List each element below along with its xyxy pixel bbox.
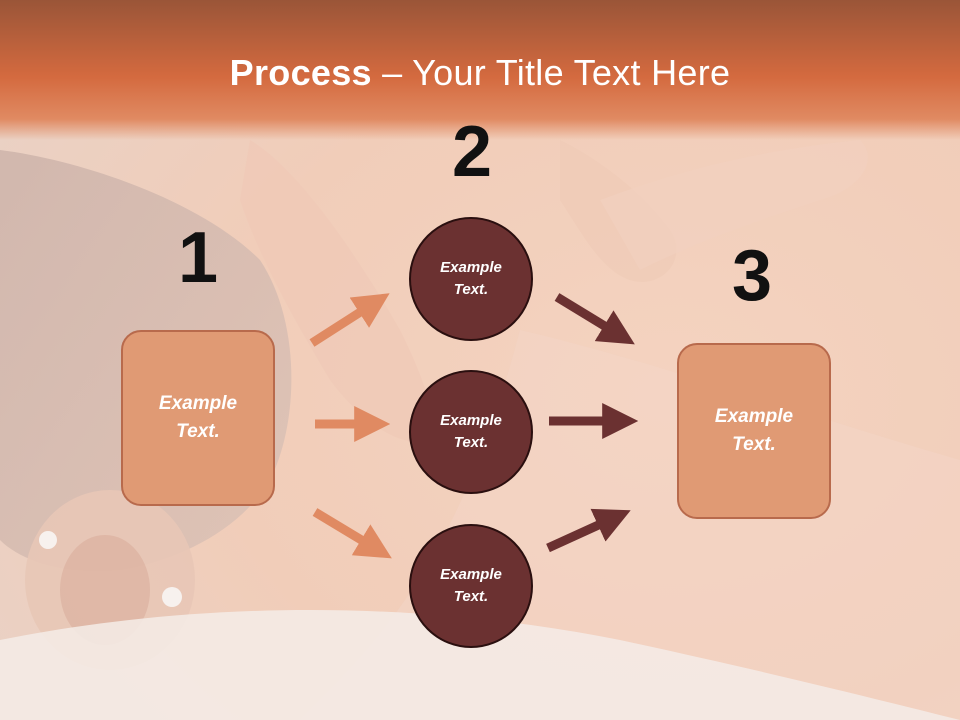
arrow-right-icon	[554, 293, 635, 345]
step-number-3: 3	[731, 236, 773, 316]
process-circle-1-label: Example Text.	[440, 258, 502, 299]
page-title: Process – Your Title Text Here	[0, 52, 960, 94]
arrow-right-icon	[546, 508, 631, 553]
arrow-right-icon	[309, 293, 390, 347]
title-bold: Process	[229, 52, 372, 93]
process-circle-2-label: Example Text.	[440, 411, 502, 452]
process-circle-1: Example Text.	[409, 217, 533, 341]
process-box-3: Example Text.	[677, 343, 831, 519]
arrow-right-icon	[312, 508, 392, 559]
process-circle-2: Example Text.	[409, 370, 533, 494]
step-number-1: 1	[177, 218, 219, 298]
header-band	[0, 0, 960, 140]
process-box-1-label: Example Text.	[158, 392, 238, 443]
step-number-2: 2	[451, 112, 493, 192]
process-circle-3-label: Example Text.	[440, 565, 502, 606]
process-box-1: Example Text.	[121, 330, 275, 506]
process-circle-3: Example Text.	[409, 524, 533, 648]
process-box-3-label: Example Text.	[714, 405, 794, 456]
title-rest: – Your Title Text Here	[371, 52, 731, 93]
